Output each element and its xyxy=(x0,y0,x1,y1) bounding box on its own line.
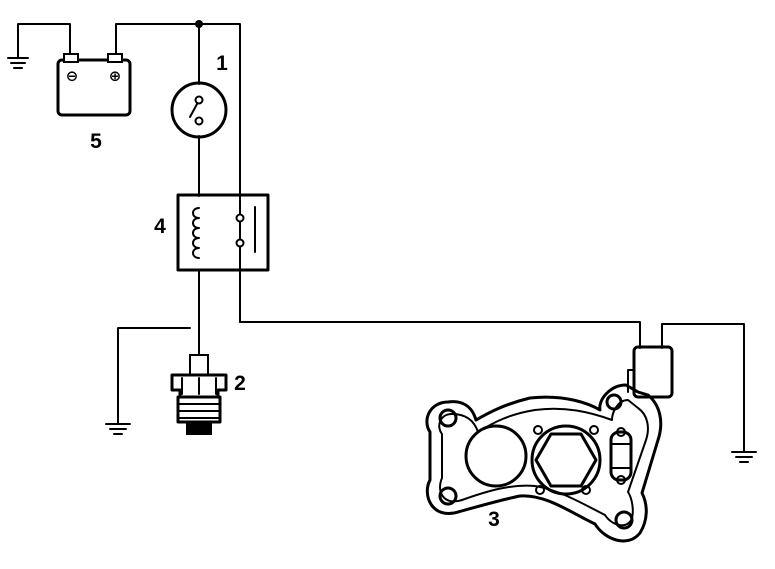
sensor-ground-wire xyxy=(117,327,191,425)
bolt-hole xyxy=(605,393,623,411)
flange-outline xyxy=(425,383,663,543)
battery: ⊖ ⊕ xyxy=(56,53,132,117)
relay-heater-wire xyxy=(239,321,641,349)
battery-terminal-negative xyxy=(63,53,79,63)
carburetor-flange xyxy=(425,345,674,543)
negative-symbol-icon: ⊖ xyxy=(66,67,79,85)
main-supply-wire xyxy=(115,23,241,323)
relay-contact-icon xyxy=(239,206,256,253)
sensor-tip xyxy=(186,422,212,435)
sensor-label: 2 xyxy=(234,372,246,395)
relay xyxy=(176,193,270,272)
flange-label: 3 xyxy=(488,508,500,531)
primary-bore xyxy=(464,424,528,488)
battery-terminal-positive xyxy=(107,53,123,63)
secondary-bore xyxy=(530,424,602,496)
switch-label: 1 xyxy=(216,52,228,75)
relay-coil-icon xyxy=(192,207,200,259)
sensor-body xyxy=(176,395,222,424)
battery-body xyxy=(56,58,132,117)
bolt-hole xyxy=(438,486,458,506)
battery-ground-wire xyxy=(17,23,71,61)
flange-inner-outline xyxy=(438,399,649,527)
bolt-hole xyxy=(438,408,458,428)
switch xyxy=(170,81,228,139)
ground-symbol-sensor xyxy=(105,423,131,435)
switch-body xyxy=(170,81,228,139)
hex-plug xyxy=(534,432,598,488)
heater-ground-wire xyxy=(661,323,745,453)
junction-dot xyxy=(195,20,203,28)
heater-connector xyxy=(632,345,674,399)
positive-symbol-icon: ⊕ xyxy=(109,67,122,85)
bolt-hole xyxy=(614,510,634,530)
relay-label: 4 xyxy=(154,215,166,238)
wires xyxy=(17,20,745,453)
relay-body xyxy=(176,193,270,272)
ground-symbol-heater xyxy=(731,451,757,463)
switch-contact-icon xyxy=(189,103,198,118)
ground-symbol-battery xyxy=(7,57,29,69)
battery-label: 5 xyxy=(90,130,102,153)
heater-element xyxy=(609,430,633,482)
sensor xyxy=(170,354,228,435)
